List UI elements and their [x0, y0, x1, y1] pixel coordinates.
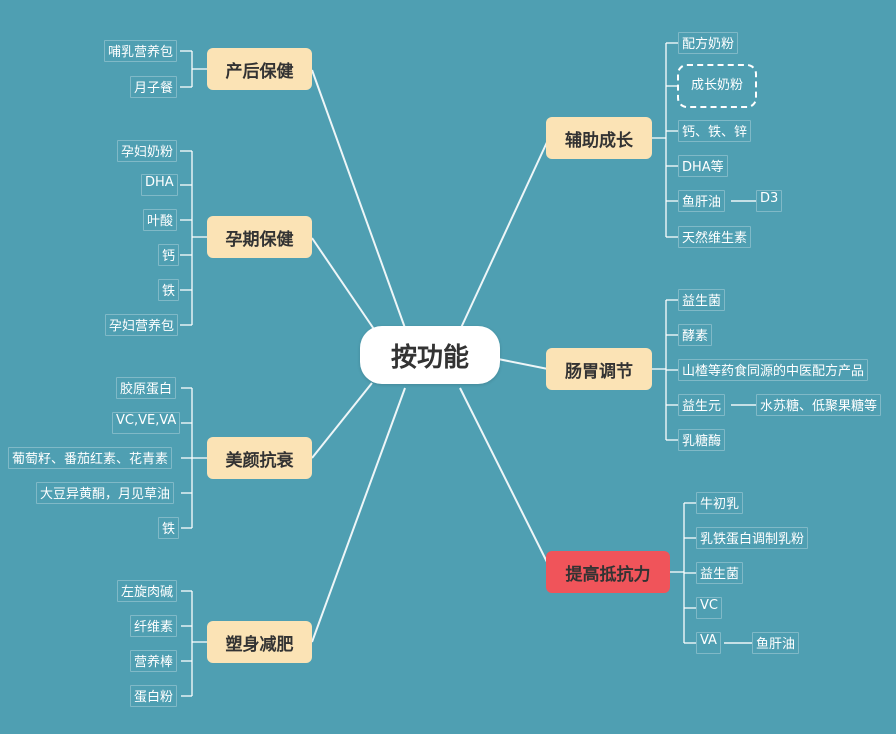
leaf-item[interactable]: 山楂等药食同源的中医配方产品	[678, 359, 869, 381]
leaf-item[interactable]: VC,VE,VA	[112, 412, 181, 434]
connector-line	[311, 387, 406, 643]
topic-pregnancy-care[interactable]: 孕期保健	[207, 216, 312, 258]
leaf-item[interactable]: DHA	[141, 174, 178, 196]
leaf-item[interactable]: 营养棒	[130, 650, 178, 672]
connector-line	[459, 387, 551, 569]
leaf-item[interactable]: 酵素	[678, 324, 713, 346]
topic-growth-support[interactable]: 辅助成长	[546, 117, 652, 159]
leaf-item[interactable]: 铁	[158, 279, 180, 301]
leaf-item[interactable]: 哺乳营养包	[104, 40, 178, 62]
leaf-item[interactable]: 钙	[158, 244, 180, 266]
leaf-item[interactable]: 配方奶粉	[678, 32, 739, 54]
connector-line	[311, 382, 373, 459]
leaf-item[interactable]: VC	[696, 597, 722, 619]
leaf-item[interactable]: 牛初乳	[696, 492, 744, 514]
leaf-item[interactable]: VA	[696, 632, 721, 654]
leaf-item[interactable]: 铁	[158, 517, 180, 539]
leaf-item[interactable]: 孕妇营养包	[105, 314, 179, 336]
subleaf-item[interactable]: 水苏糖、低聚果糖等	[756, 394, 882, 416]
leaf-item[interactable]: 益生元	[678, 394, 726, 416]
topic-beauty-antiaging[interactable]: 美颜抗衰	[207, 437, 312, 479]
connector-line	[311, 237, 381, 339]
topic-slimming[interactable]: 塑身减肥	[207, 621, 312, 663]
leaf-item[interactable]: 大豆异黄酮，月见草油	[36, 482, 175, 504]
leaf-item[interactable]: 乳糖酶	[678, 429, 726, 451]
connector-line	[497, 358, 549, 370]
leaf-item[interactable]: 胶原蛋白	[116, 377, 177, 399]
topic-postpartum-care[interactable]: 产后保健	[207, 48, 312, 90]
subleaf-item[interactable]: 鱼肝油	[752, 632, 800, 654]
connector-line	[311, 69, 406, 329]
leaf-item[interactable]: 月子餐	[130, 76, 178, 98]
leaf-item[interactable]: 乳铁蛋白调制乳粉	[696, 527, 809, 549]
leaf-item[interactable]: 葡萄籽、番茄红素、花青素	[8, 447, 173, 469]
leaf-item[interactable]: 益生菌	[696, 562, 744, 584]
leaf-item[interactable]: DHA等	[678, 155, 728, 177]
leaf-item[interactable]: 叶酸	[143, 209, 178, 231]
leaf-item-selected[interactable]: 成长奶粉	[677, 64, 758, 108]
leaf-item[interactable]: 钙、铁、锌	[678, 120, 752, 142]
subleaf-item[interactable]: D3	[756, 190, 783, 212]
leaf-item[interactable]: 蛋白粉	[130, 685, 178, 707]
topic-immunity-boost[interactable]: 提高抵抗力	[546, 551, 670, 593]
leaf-item[interactable]: 天然维生素	[678, 226, 752, 248]
connector-line	[459, 139, 549, 331]
leaf-item[interactable]: 左旋肉碱	[117, 580, 178, 602]
leaf-item[interactable]: 纤维素	[130, 615, 178, 637]
topic-gut-regulation[interactable]: 肠胃调节	[546, 348, 652, 390]
leaf-item[interactable]: 鱼肝油	[678, 190, 726, 212]
leaf-item[interactable]: 孕妇奶粉	[117, 140, 178, 162]
central-topic[interactable]: 按功能	[360, 326, 500, 384]
leaf-item[interactable]: 益生菌	[678, 289, 726, 311]
